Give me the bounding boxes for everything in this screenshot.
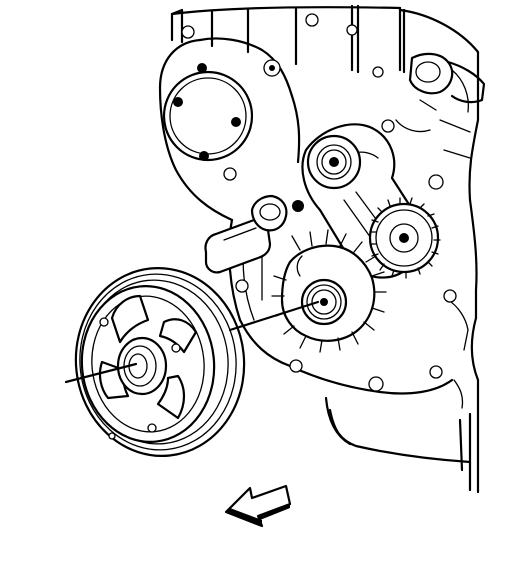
seal-callout-line <box>228 300 320 332</box>
front-direction-arrow-icon <box>224 484 292 528</box>
upper-outlet <box>395 52 486 133</box>
front-cover-seal <box>271 229 387 353</box>
engine-block <box>170 4 480 494</box>
crank-sensor <box>204 194 304 274</box>
balancer-callout-line <box>64 362 138 384</box>
crankshaft-balancer <box>74 267 246 457</box>
callout-lines <box>64 300 320 384</box>
belt-tensioner <box>301 119 457 303</box>
